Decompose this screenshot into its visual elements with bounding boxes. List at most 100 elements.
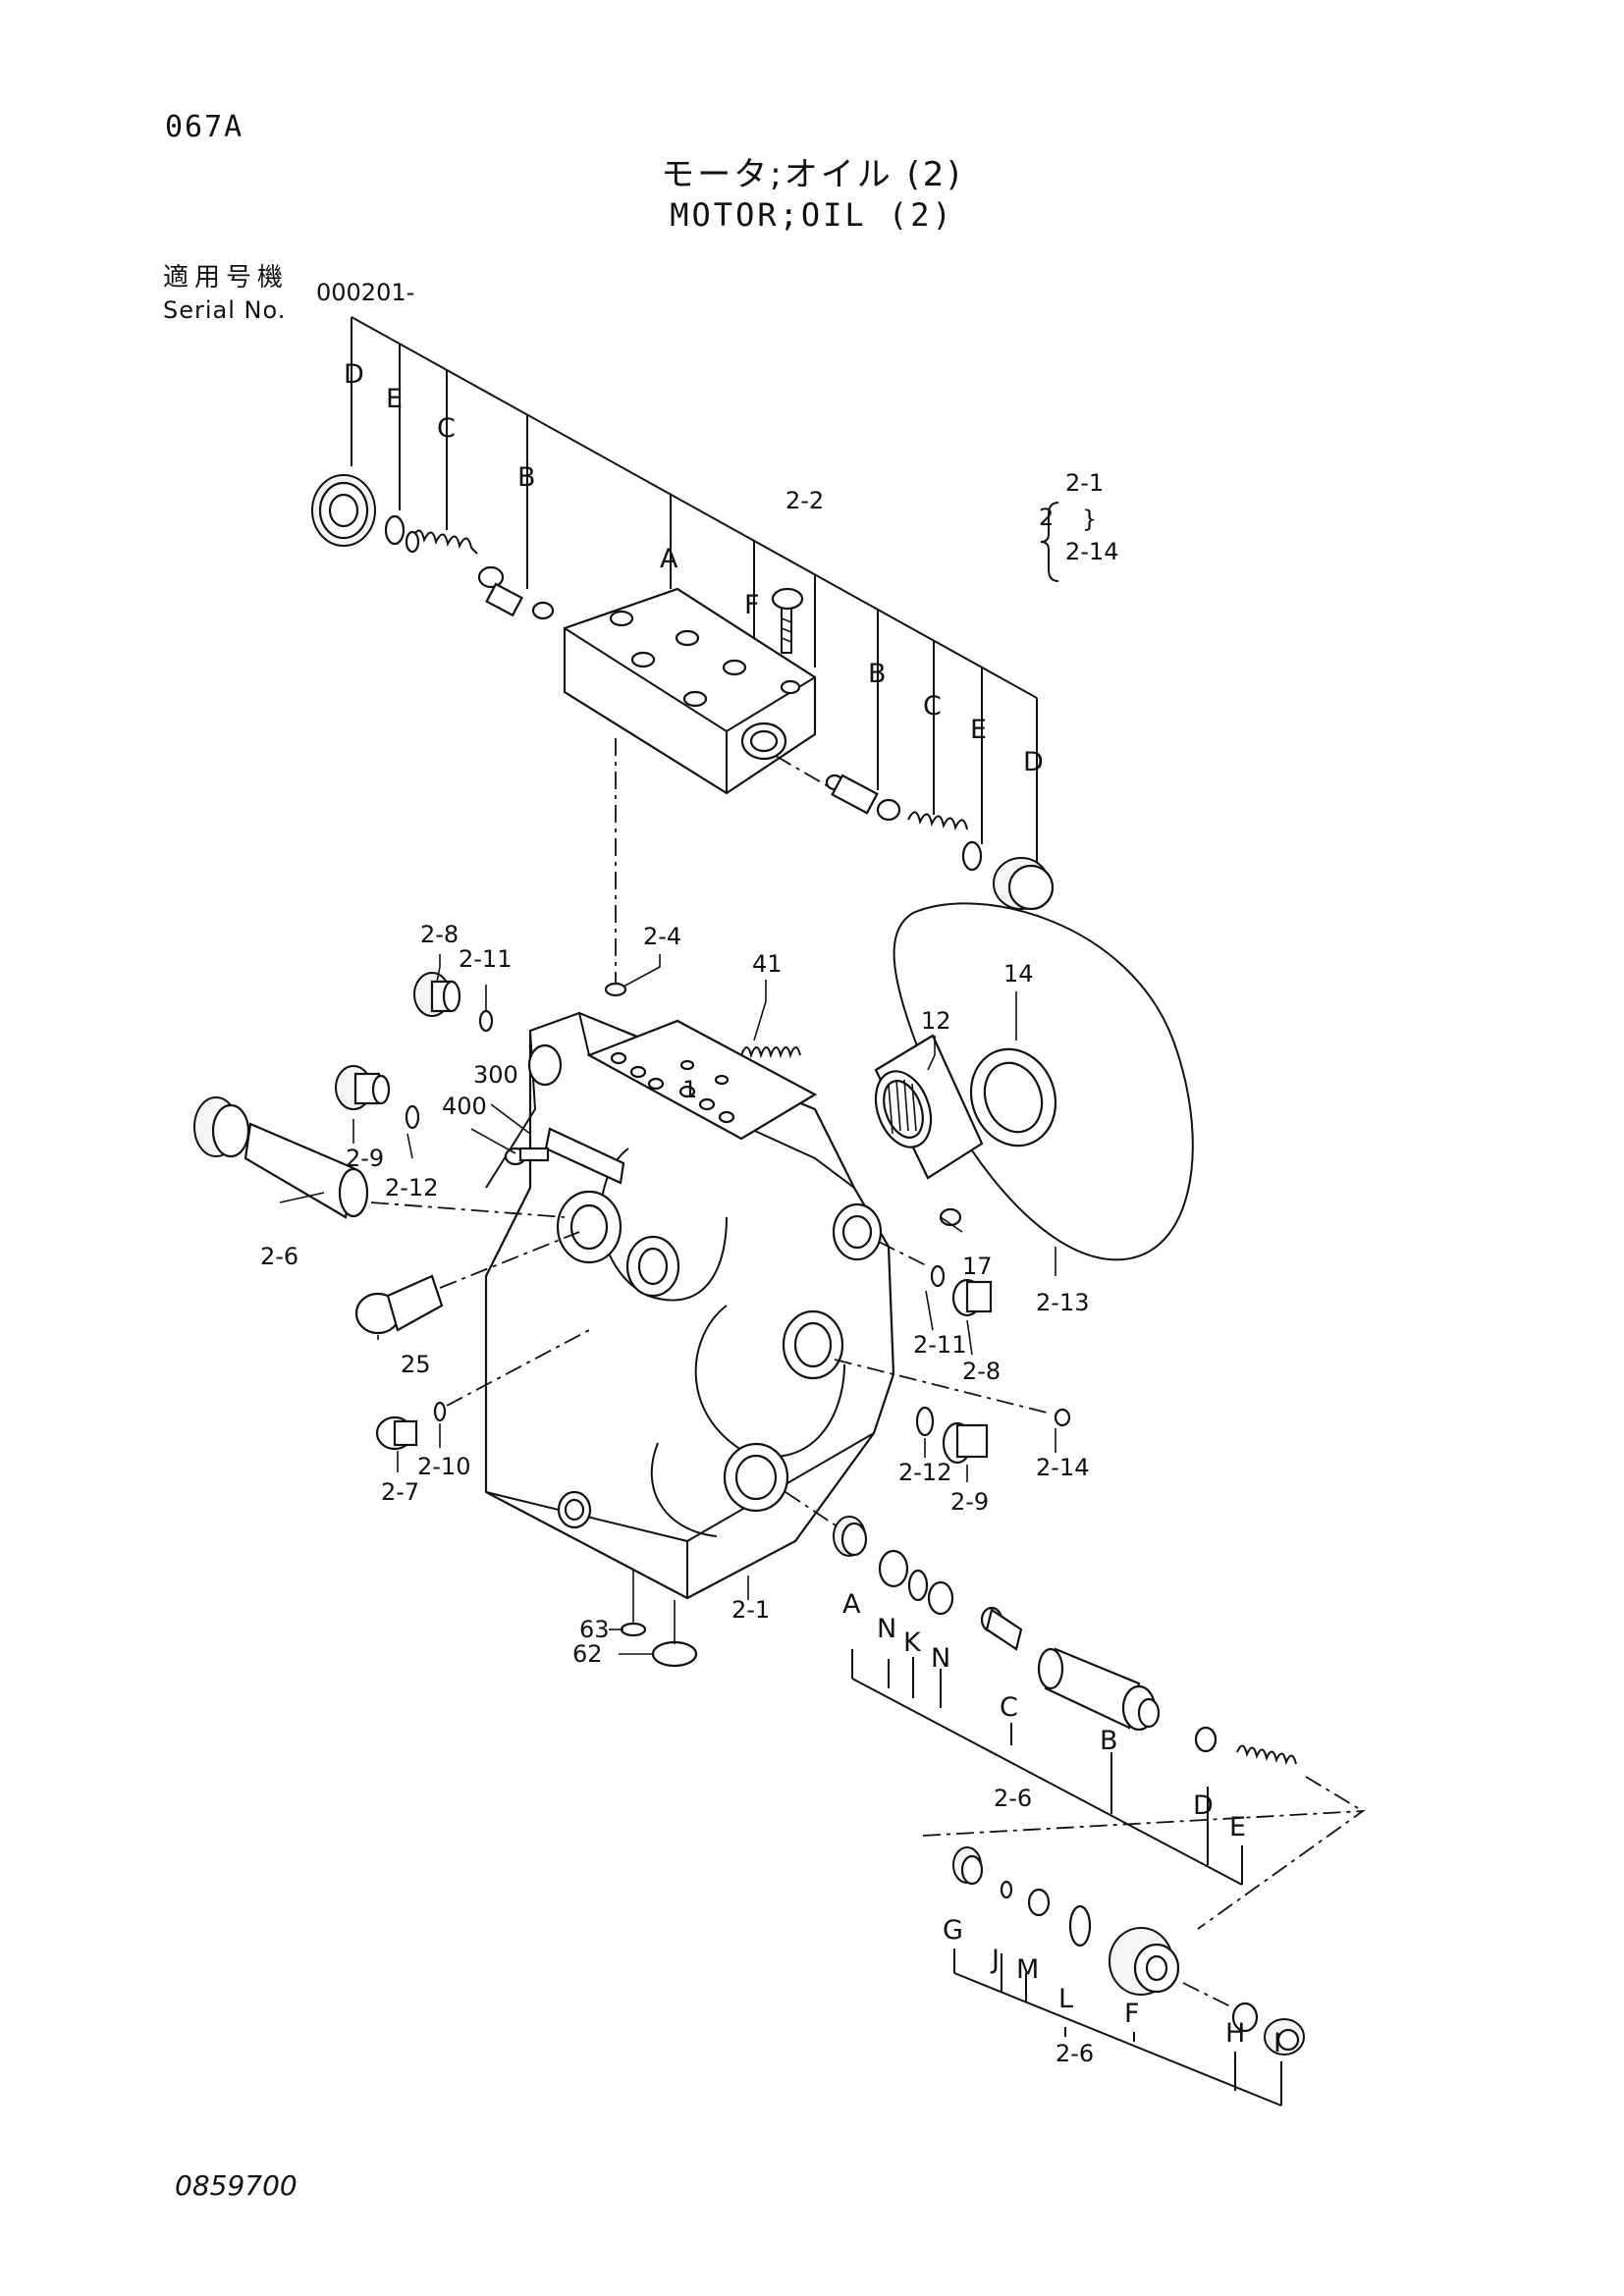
label-2-12-top: 2-12 — [385, 1174, 438, 1201]
oring-2-11-right — [930, 1264, 946, 1288]
oring-2-12-right — [915, 1406, 935, 1437]
label-bottom-B: B — [1100, 1726, 1118, 1756]
label-top-C: C — [437, 413, 456, 444]
lower-leader-lines — [953, 1949, 1282, 2107]
label-top-F: F — [744, 590, 760, 620]
spool-B-top — [477, 565, 555, 620]
top-leader-lines — [351, 316, 1038, 883]
label-top-E: E — [386, 384, 403, 414]
label-2-8-top: 2-8 — [420, 921, 459, 948]
misc-leader-lines — [279, 954, 1056, 1655]
sleeve-B-bottom — [1037, 1647, 1161, 1732]
ring-N-1 — [878, 1549, 909, 1588]
pin-17 — [939, 1207, 962, 1227]
label-62: 62 — [572, 1640, 603, 1668]
label-25: 25 — [401, 1351, 431, 1378]
ring-14 — [969, 1047, 1057, 1148]
oring-63 — [620, 1622, 647, 1637]
label-2-6-left: 2-6 — [260, 1243, 298, 1270]
oring-2-12-top — [405, 1104, 420, 1130]
label-12: 12 — [921, 1007, 951, 1035]
label-bottom-C: C — [1000, 1692, 1018, 1723]
spring-E-bottom — [1236, 1744, 1297, 1766]
title-japanese: モータ;オイル (2) — [661, 155, 963, 194]
plug-D-right — [993, 857, 1055, 911]
label-400: 400 — [442, 1093, 487, 1120]
drawing-number: 0859700 — [175, 2169, 298, 2202]
label-2-14: 2-14 — [1036, 1454, 1089, 1481]
spring-41 — [740, 1046, 801, 1059]
oring-2-10 — [433, 1401, 447, 1422]
label-bottom-K: K — [903, 1628, 922, 1658]
label-2-12-right: 2-12 — [898, 1459, 951, 1486]
bolt-F — [771, 587, 804, 654]
ring-M — [1027, 1888, 1051, 1917]
label-bottom-E: E — [1229, 1812, 1246, 1842]
spool-B-right — [825, 774, 901, 822]
label-2-11-top: 2-11 — [459, 945, 512, 973]
serial-label-japanese: 適用号機 — [163, 263, 290, 293]
serial-value: 000201- — [316, 279, 415, 306]
label-H: H — [1225, 2018, 1245, 2049]
page-code: 067A — [165, 110, 244, 144]
label-2-9-top: 2-9 — [346, 1145, 384, 1172]
label-right-E: E — [970, 715, 987, 745]
oring-2-13 — [893, 902, 1194, 1261]
label-bottom-A: A — [842, 1589, 861, 1620]
oring-E-right — [961, 840, 983, 872]
bottom-leader-lines — [851, 1649, 1243, 1886]
label-2-2: 2-2 — [785, 487, 824, 514]
label-right-D: D — [1023, 747, 1044, 777]
label-17: 17 — [962, 1253, 993, 1280]
bolt-400 — [504, 1147, 550, 1166]
plug-2-14 — [1054, 1408, 1071, 1427]
label-right-B: B — [868, 659, 887, 689]
label-M: M — [1016, 1954, 1039, 1985]
label-2-7: 2-7 — [381, 1478, 419, 1506]
plug-2-7 — [375, 1415, 418, 1451]
plug-2-8-top — [413, 972, 461, 1017]
plug-2-8-right — [951, 1278, 993, 1317]
label-2-4: 2-4 — [643, 923, 681, 950]
seat-G — [952, 1846, 984, 1886]
label-14: 14 — [1003, 960, 1034, 988]
label-right-C: C — [923, 691, 942, 721]
cap-I — [1264, 2018, 1305, 2056]
label-bottom-2-6: 2-6 — [994, 1785, 1032, 1812]
label-300: 300 — [473, 1061, 518, 1089]
label-bottom-D: D — [1193, 1790, 1214, 1821]
plug-2-9-right — [942, 1421, 989, 1465]
label-top-A: A — [660, 544, 678, 574]
ring-K — [907, 1569, 929, 1602]
valve-block-A — [563, 587, 817, 795]
label-lower-2-6: 2-6 — [1056, 2040, 1094, 2067]
label-G: G — [943, 1915, 963, 1946]
label-2-10: 2-10 — [417, 1453, 470, 1480]
spring-C-top — [405, 529, 478, 555]
label-top-D: D — [344, 359, 364, 390]
label-bottom-N-2: N — [931, 1643, 950, 1674]
plug-F-bottom — [1109, 1927, 1180, 1996]
seat-D-bottom — [1194, 1726, 1218, 1753]
label-2-1: 2-1 — [731, 1596, 770, 1624]
bearing-12 — [874, 1034, 984, 1180]
label-2-13: 2-13 — [1036, 1289, 1089, 1316]
seat-A — [833, 1516, 868, 1557]
label-J: J — [990, 1945, 1000, 1975]
label-bottom-N-1: N — [877, 1614, 896, 1644]
group-note-from: 2-1 — [1065, 469, 1104, 497]
serial-label-english: Serial No. — [163, 296, 287, 324]
bolt-25 — [354, 1274, 444, 1335]
spool-C-bottom — [980, 1606, 1023, 1651]
group-note-tilde: } — [1082, 506, 1097, 533]
spool-2-6-left — [193, 1096, 369, 1219]
label-L: L — [1058, 1984, 1073, 2014]
label-I: I — [1273, 2028, 1281, 2058]
title-english: MOTOR;OIL (2) — [670, 196, 954, 234]
group-note-to: 2-14 — [1065, 538, 1118, 565]
nut-H — [1231, 2002, 1259, 2033]
spring-C-right — [907, 811, 968, 830]
ring-J — [1000, 1880, 1013, 1899]
plug-2-9-top — [335, 1065, 391, 1110]
label-41: 41 — [752, 950, 783, 978]
